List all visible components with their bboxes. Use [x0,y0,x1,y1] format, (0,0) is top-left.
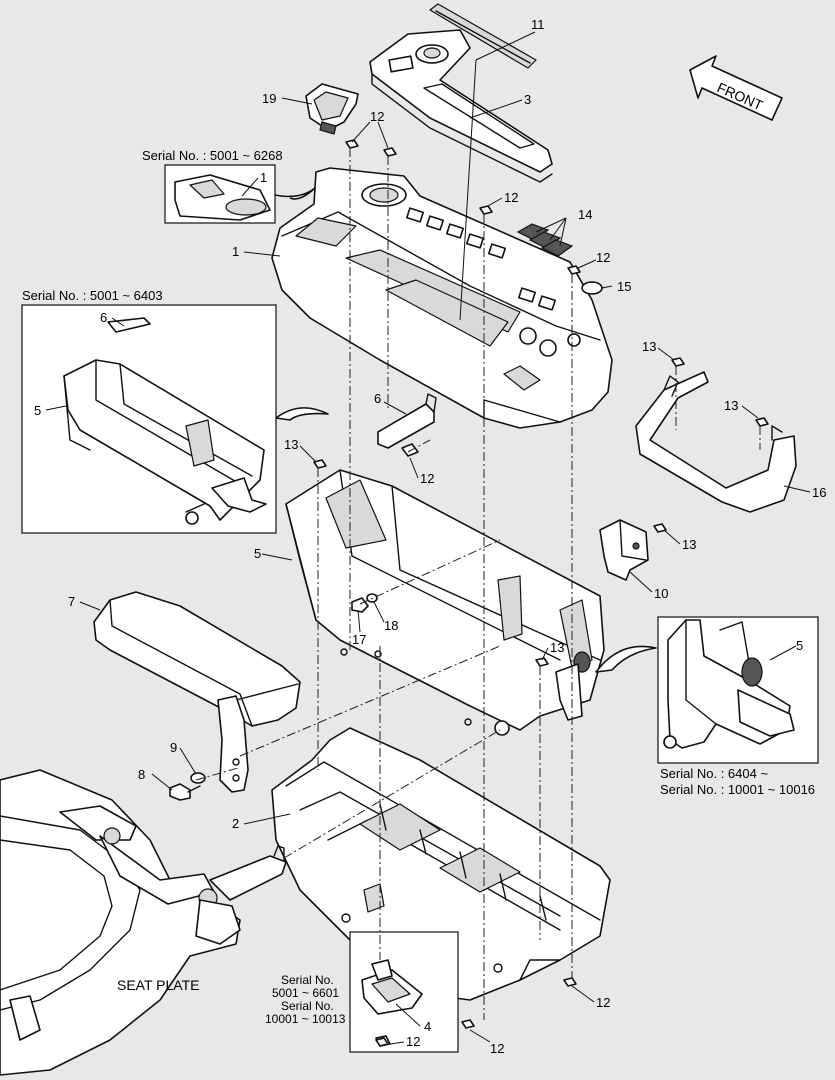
part-8-9-bolt-washer [169,772,206,801]
serial-right-label-1: Serial No. : 6404 ~ [660,766,768,781]
part-19-switch [305,83,359,135]
serial-box-top [164,164,316,224]
callout-9: 9 [170,740,177,755]
assembly-centerlines [195,148,761,1020]
callout-2: 2 [232,816,239,831]
part-3-top-cover [369,29,553,183]
callout-4: 4 [424,1019,431,1034]
callout-numbers: 11 3 19 12 1 1 12 14 12 15 6 5 13 13 6 1… [34,17,826,1056]
serial-bottom-label-3: Serial No. [281,999,334,1013]
seat-plate [0,769,287,1076]
serial-bottom-label-4: 10001 ~ 10013 [265,1012,346,1026]
callout-12-b: 12 [504,190,518,205]
callout-11: 11 [531,17,545,32]
callout-5-a: 5 [34,403,41,418]
part-7-armrest [93,591,301,793]
seat-plate-label: SEAT PLATE [117,977,199,993]
part-1-console-cover [271,167,613,429]
part-16-bracket [635,371,797,513]
part-5-console-box [285,469,605,736]
callout-12-a: 12 [370,109,384,124]
serial-box-left [21,304,277,534]
serial-box-bottom [349,931,459,1053]
screws [313,139,769,1047]
callout-1-b: 1 [232,244,239,259]
callout-8: 8 [138,767,145,782]
callout-13-b: 13 [724,398,738,413]
callout-13-d: 13 [682,537,696,552]
serial-bottom-label-1: Serial No. [281,973,334,987]
serial-box-right [657,616,819,764]
serial-right-label-2: Serial No. : 10001 ~ 10016 [660,782,815,797]
part-14-switch-covers [516,223,574,257]
callout-1-a: 1 [260,170,267,185]
callout-18: 18 [384,618,398,633]
callout-5-b: 5 [254,546,261,561]
callout-12-g: 12 [490,1041,504,1056]
box-pointer-right [595,645,657,673]
leader-lines [45,31,811,1045]
part-11-cover-strip [429,3,537,69]
serial-left-label: Serial No. : 5001 ~ 6403 [22,288,163,303]
callout-12-f: 12 [406,1034,420,1049]
callout-13-e: 13 [550,640,564,655]
callout-7: 7 [68,594,75,609]
callout-6-b: 6 [374,391,381,406]
part-15-plug [581,281,603,295]
callout-19: 19 [262,91,276,106]
callout-5-c: 5 [796,638,803,653]
callout-13-a: 13 [642,339,656,354]
serial-top-label: Serial No. : 5001 ~ 6268 [142,148,283,163]
callout-17: 17 [352,632,366,647]
box-pointer-left [275,407,329,421]
callout-15: 15 [617,279,631,294]
part-6-bracket [377,393,437,449]
callout-14: 14 [578,207,592,222]
front-arrow: FRONT [689,55,783,121]
callout-13-c: 13 [284,437,298,452]
callout-16: 16 [812,485,826,500]
callout-12-c: 12 [596,250,610,265]
callout-12-d: 12 [420,471,434,486]
callout-10: 10 [654,586,668,601]
callout-3: 3 [524,92,531,107]
callout-6-a: 6 [100,310,107,325]
part-17-18-bolt [351,593,378,613]
callout-12-e: 12 [596,995,610,1010]
part-10-clip [599,519,649,581]
serial-bottom-label-2: 5001 ~ 6601 [272,986,339,1000]
